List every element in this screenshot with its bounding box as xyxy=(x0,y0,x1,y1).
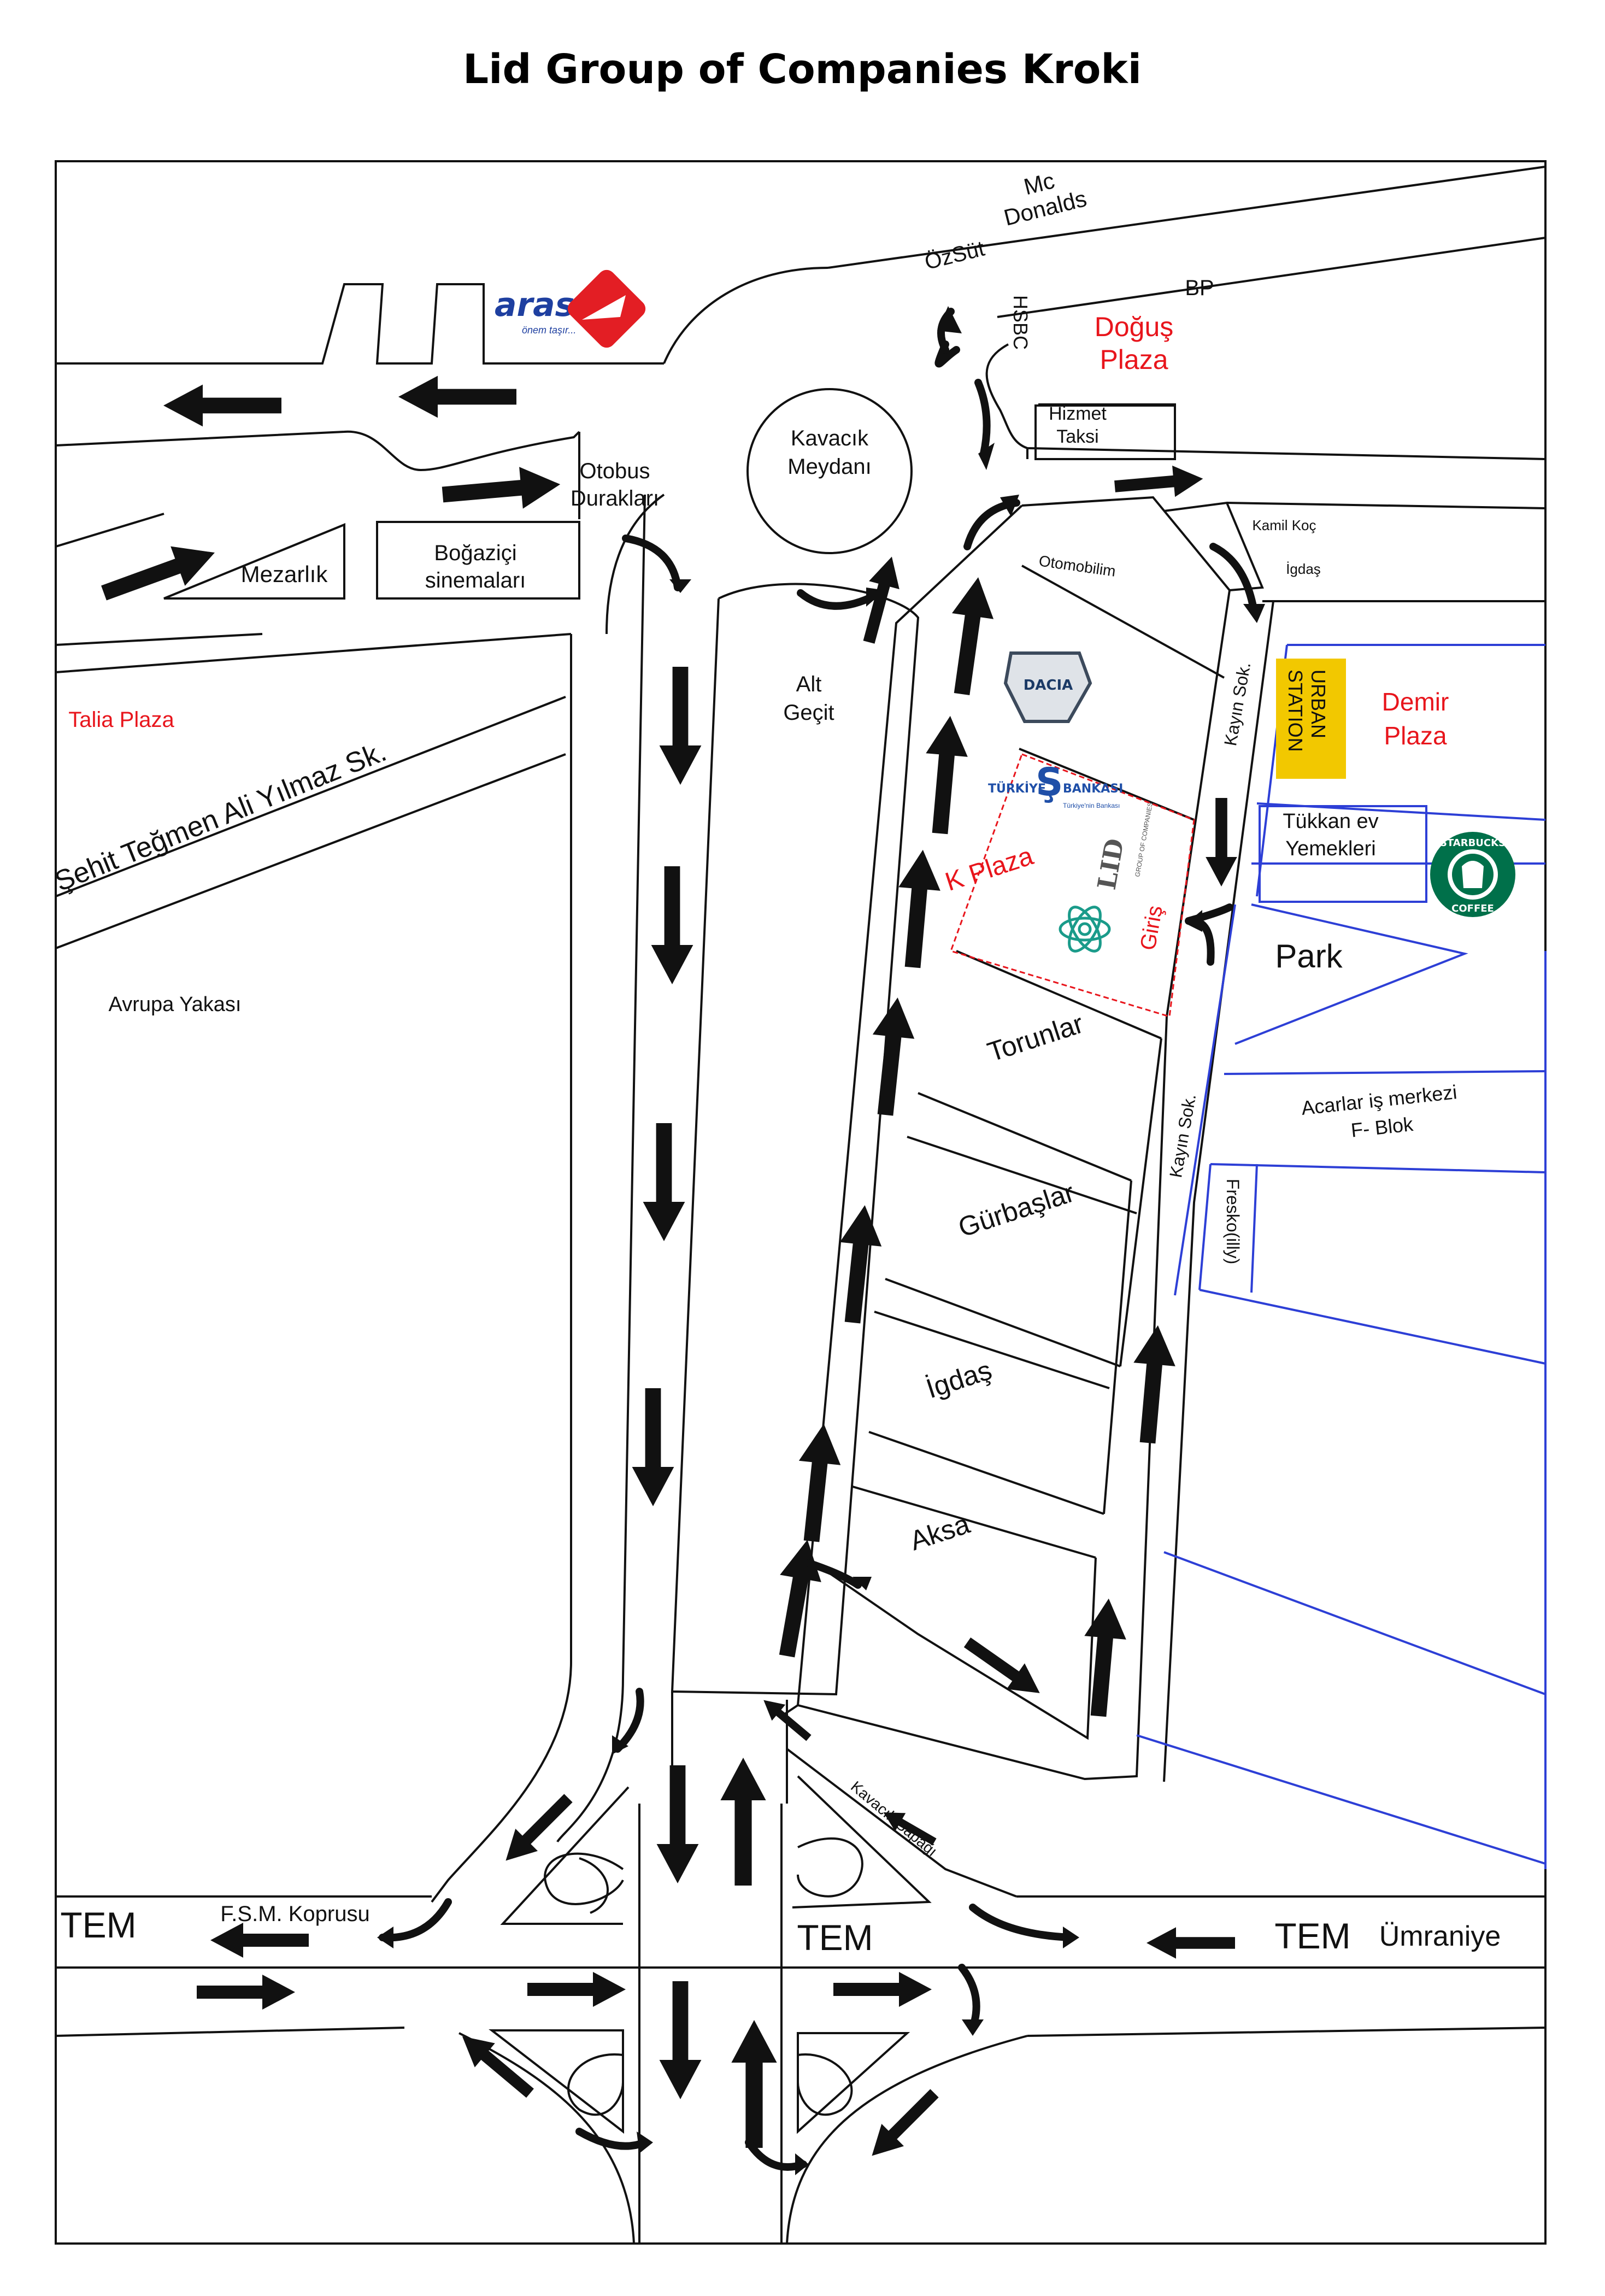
label-kamil-koc: Kamil Koç xyxy=(1252,517,1316,533)
label-mcdonalds: McDonalds xyxy=(995,161,1089,231)
label-tem-left: TEM xyxy=(60,1905,136,1945)
svg-text:TÜRKİYE: TÜRKİYE xyxy=(988,782,1046,796)
label-tem-center: TEM xyxy=(797,1917,873,1958)
label-k-plaza: K Plaza xyxy=(942,841,1037,897)
label-bp: BP xyxy=(1185,276,1214,300)
label-tem-right: TEM xyxy=(1274,1916,1350,1956)
label-igdas: İgdaş xyxy=(922,1354,996,1404)
svg-text:LID: LID xyxy=(1092,836,1130,892)
blue-blocks xyxy=(1136,644,1547,1869)
label-igdas-small: İgdaş xyxy=(1286,561,1321,577)
label-sehit-sk: Şehit Teğmen Ali Yılmaz Sk. xyxy=(50,736,391,898)
svg-text:aras: aras xyxy=(495,286,574,324)
kavacik-meydani-roundabout xyxy=(746,388,913,554)
label-kavacik-sapagi: Kavacık Sapağı xyxy=(848,1778,940,1860)
label-avrupa-yakasi: Avrupa Yakası xyxy=(109,993,242,1016)
label-urban-station: URBANSTATION xyxy=(1284,670,1330,752)
label-hsbc: HSBC xyxy=(1009,295,1032,350)
urban-station-logo xyxy=(1276,659,1346,779)
label-mezarlik: Mezarlık xyxy=(241,561,328,587)
label-gurbaslar: Gürbaşlar xyxy=(955,1177,1078,1243)
hizmet-taksi-box xyxy=(1034,404,1176,460)
label-park: Park xyxy=(1275,938,1343,974)
starbucks-logo: STARBUCKS COFFEE xyxy=(1430,832,1515,917)
svg-text:DACIA: DACIA xyxy=(1024,677,1073,694)
traffic-arrows xyxy=(96,375,1237,2167)
label-talia-plaza: Talia Plaza xyxy=(68,708,174,732)
isbank-logo: TÜRKİYE Ş BANKASI Türkiye'nin Bankası xyxy=(988,760,1123,809)
road-network xyxy=(55,166,1546,2244)
svg-text:BANKASI: BANKASI xyxy=(1063,782,1123,796)
label-umraniye: Ümraniye xyxy=(1379,1921,1501,1952)
label-torunlar: Torunlar xyxy=(984,1008,1087,1067)
svg-text:COFFEE: COFFEE xyxy=(1451,903,1494,914)
label-kayin-sok-1: Kayın Sok. xyxy=(1220,661,1254,748)
k-plaza-outline xyxy=(950,753,1195,1018)
label-fsm: F.S.M. Koprusu xyxy=(220,1902,369,1926)
label-otomobilim: Otomobilim xyxy=(1038,552,1117,579)
label-fresko: Fresko(illy) xyxy=(1223,1179,1243,1264)
label-ozsut: ÖzSüt xyxy=(922,237,987,275)
label-aksa: Aksa xyxy=(906,1508,973,1557)
dacia-logo: DACIA xyxy=(1003,651,1092,723)
label-acarlar: Acarlar iş merkeziF- Blok xyxy=(1300,1081,1461,1146)
svg-text:STARBUCKS: STARBUCKS xyxy=(1440,837,1506,849)
label-giris: Giriş xyxy=(1136,903,1167,952)
svg-text:önem taşır...: önem taşır... xyxy=(522,325,576,336)
map-title: Lid Group of Companies Kroki xyxy=(463,46,1142,93)
curved-arrow-heads xyxy=(377,306,1265,2175)
svg-text:Türkiye'nin Bankası: Türkiye'nin Bankası xyxy=(1063,802,1120,809)
aras-logo: aras önem taşır... xyxy=(495,269,646,348)
svg-text:GROUP OF COMPANIES: GROUP OF COMPANIES xyxy=(1133,802,1154,878)
svg-text:Ş: Ş xyxy=(1036,760,1063,805)
